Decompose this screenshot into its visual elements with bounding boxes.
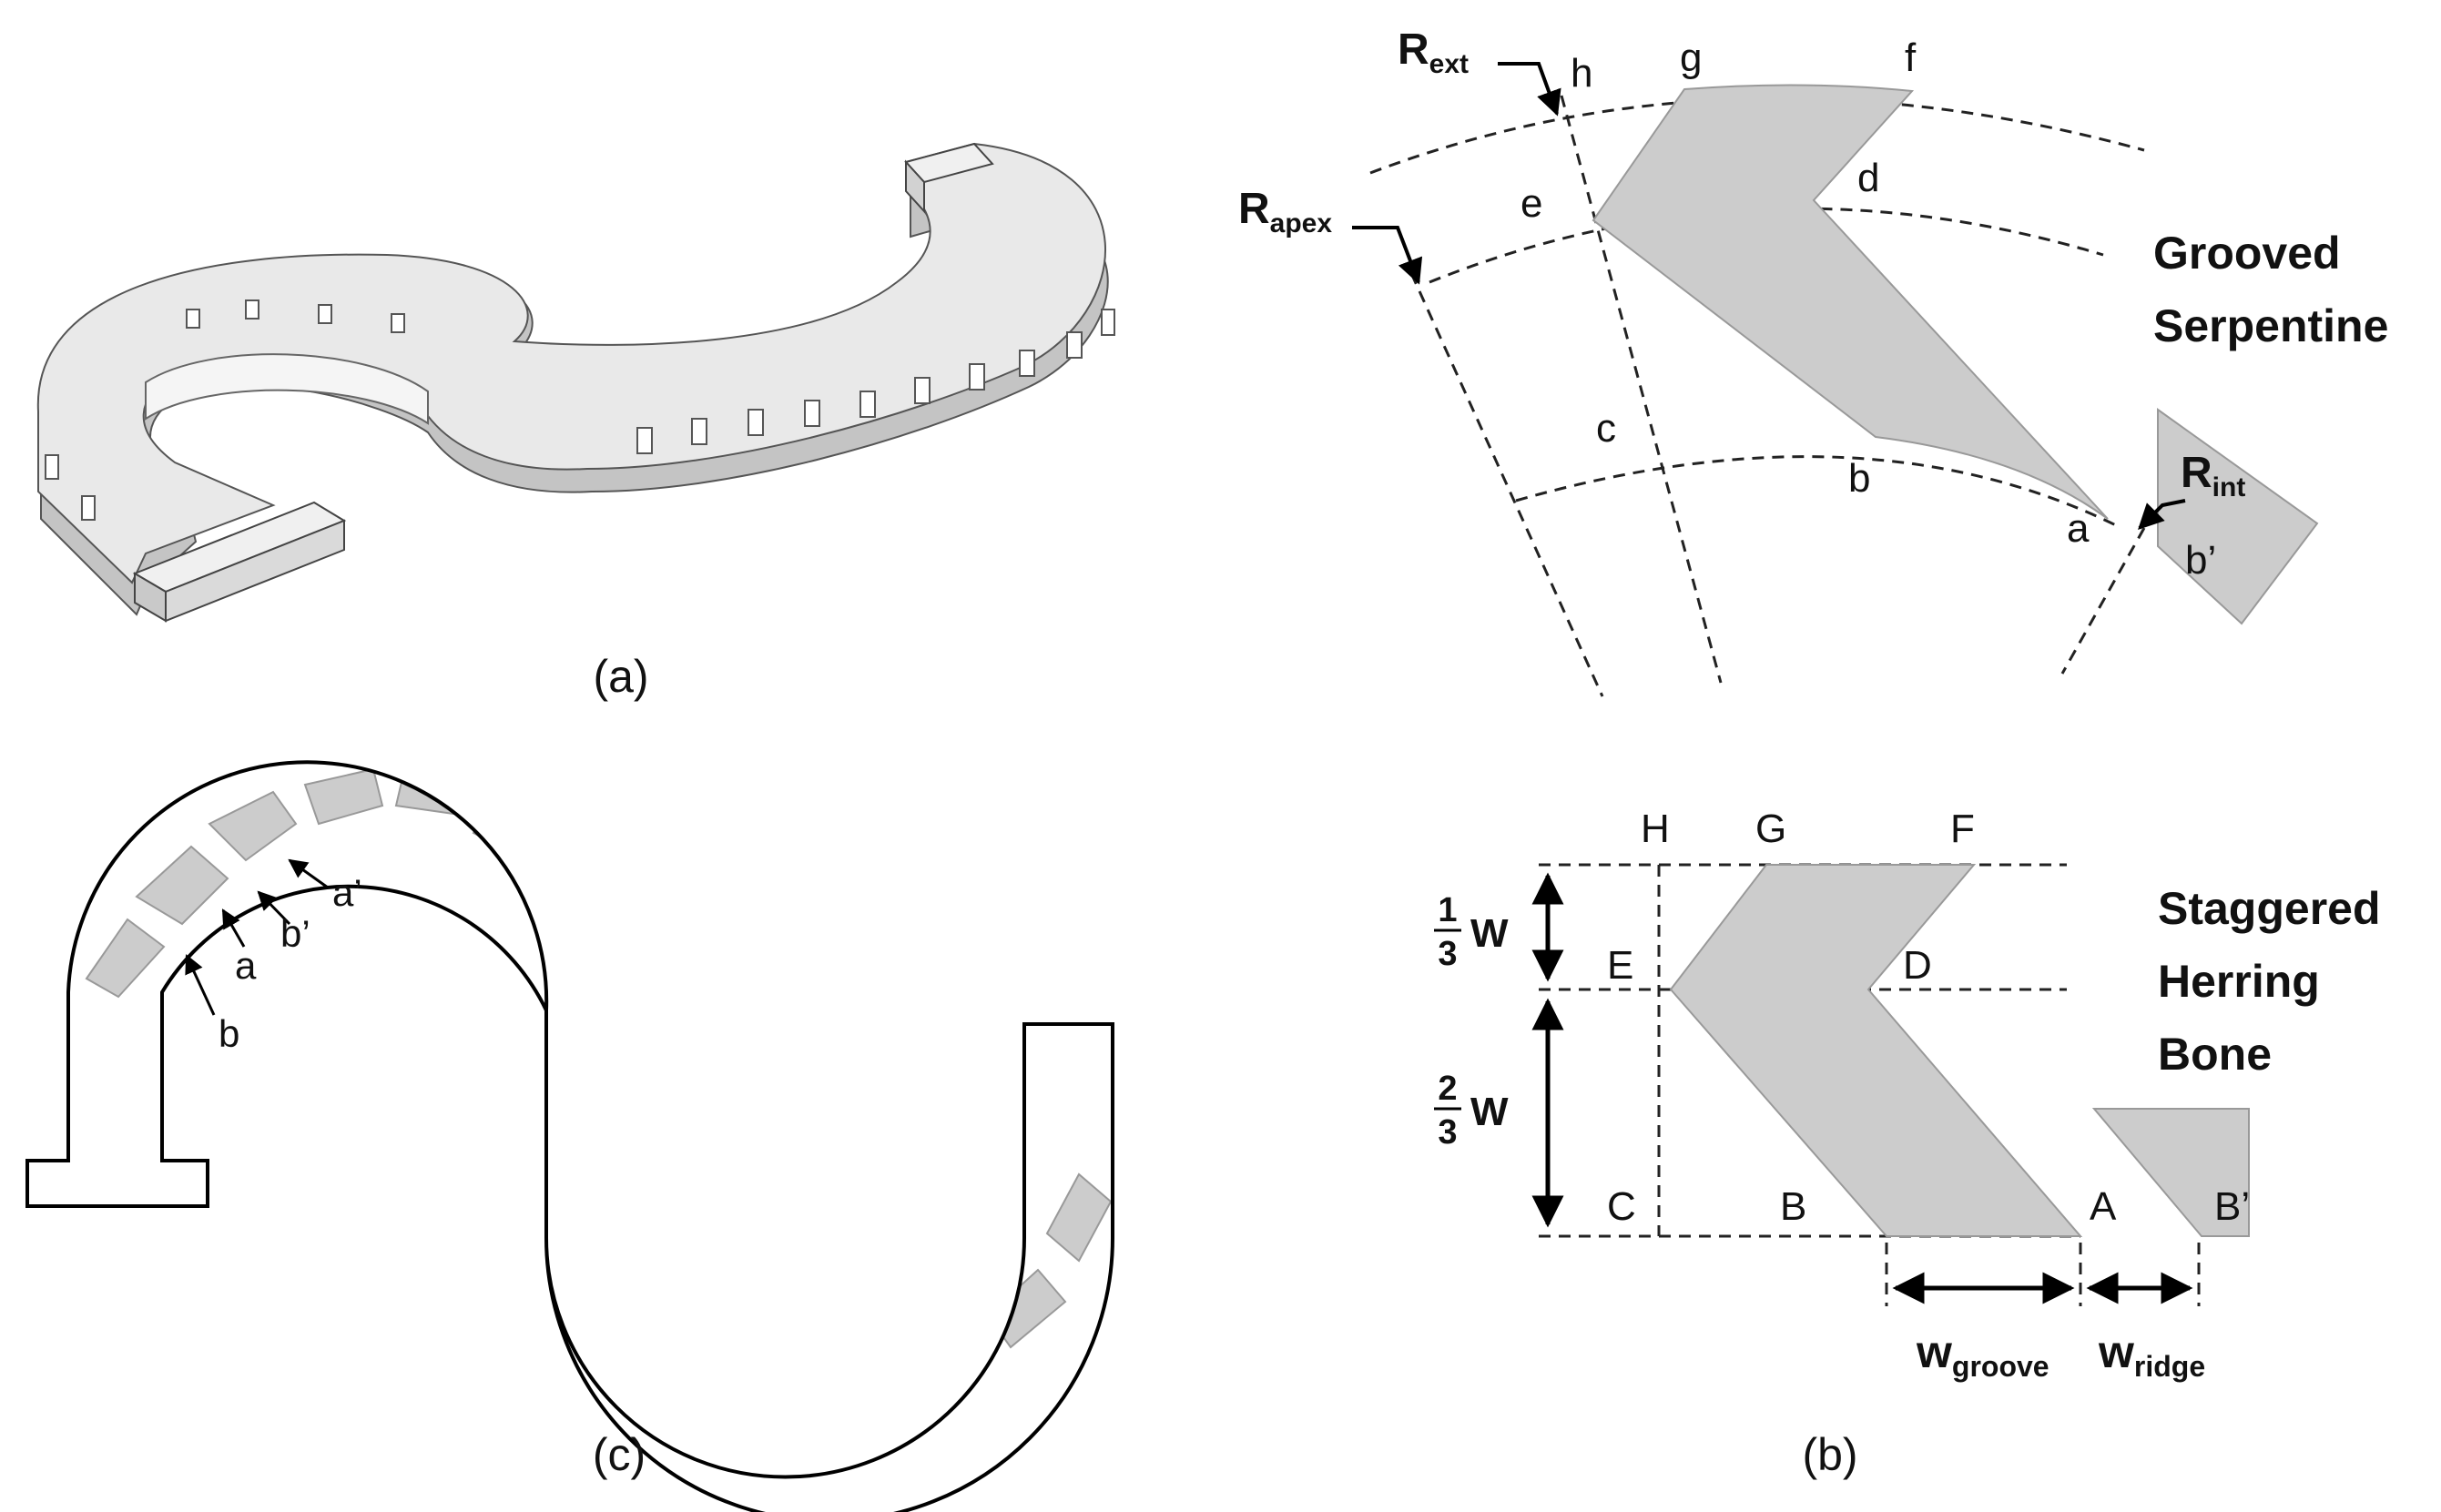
- w-ridge-label: wridge: [2098, 1326, 2205, 1383]
- channel-2d-arrows: [185, 858, 329, 1016]
- herringbone-groove-partial: [2091, 1108, 2250, 1237]
- w-groove-label: wgroove: [1916, 1326, 2049, 1383]
- serpentine-title-line1: Grooved: [2153, 228, 2341, 279]
- channel-outline: [25, 760, 1114, 1512]
- r-apex-label: Rapex: [1238, 185, 1332, 238]
- dashed-radials: [1409, 95, 2146, 697]
- herringbone-groove-shape: [1669, 864, 2083, 1237]
- point-D: D: [1903, 943, 1932, 988]
- point-g: g: [1680, 36, 1702, 80]
- fraction-one-third-num: 1: [1438, 891, 1457, 929]
- point-H: H: [1641, 807, 1670, 851]
- iso-groove-notches: [45, 299, 1115, 521]
- channel-grooves: [85, 765, 1113, 1424]
- fraction-two-thirds-den: 3: [1438, 1113, 1457, 1152]
- r-apex-arrow: [1352, 226, 1423, 285]
- iso-bottom-bar-side: [165, 519, 345, 623]
- serpentine-title-line2: Serpentine: [2153, 300, 2388, 351]
- herringbone-title-line3: Bone: [2158, 1029, 2272, 1080]
- serpentine-geometry: [1352, 62, 2319, 697]
- fraction-one-third-var: W: [1470, 911, 1509, 956]
- point-A: A: [2090, 1184, 2117, 1229]
- label-a-prime: a’: [332, 871, 362, 914]
- fraction-two-thirds-num: 2: [1438, 1070, 1457, 1108]
- point-G: G: [1755, 807, 1786, 851]
- caption-a: (a): [593, 651, 648, 702]
- point-C: C: [1607, 1184, 1636, 1229]
- fraction-one-third: 1 3 W: [1434, 891, 1509, 973]
- point-B-prime: B’: [2214, 1184, 2250, 1229]
- herringbone-title-line2: Herring: [2158, 956, 2320, 1007]
- serpentine-groove-partial: [2157, 408, 2319, 625]
- point-E: E: [1607, 943, 1633, 988]
- r-int-arrow: [2138, 499, 2186, 530]
- point-c: c: [1596, 406, 1616, 451]
- r-int-label: Rint: [2181, 449, 2245, 502]
- point-h: h: [1571, 51, 1592, 96]
- point-b: b: [1848, 456, 1870, 501]
- fraction-one-third-den: 3: [1438, 935, 1457, 973]
- serpentine-groove-shape: [1592, 84, 2109, 520]
- herringbone-title-line1: Staggered: [2158, 883, 2381, 934]
- caption-c: (c): [593, 1429, 646, 1480]
- point-B: B: [1780, 1184, 1806, 1229]
- point-e: e: [1521, 181, 1542, 226]
- channel-2d: [25, 760, 1114, 1512]
- label-a: a: [235, 944, 257, 987]
- point-a: a: [2067, 506, 2090, 551]
- iso-serpentine-3d: [36, 142, 1115, 623]
- point-f: f: [1905, 36, 1917, 80]
- fraction-two-thirds-var: W: [1470, 1090, 1509, 1134]
- caption-b: (b): [1802, 1429, 1857, 1480]
- herringbone-geometry: [1531, 863, 2250, 1306]
- iso-inner-wall: [145, 353, 429, 425]
- r-ext-label: Rext: [1398, 25, 1469, 79]
- point-d: d: [1857, 156, 1879, 200]
- point-F: F: [1950, 807, 1975, 851]
- iso-top-block-side: [905, 159, 925, 214]
- label-b: b: [219, 1012, 239, 1055]
- point-b-prime: b’: [2185, 538, 2216, 583]
- r-ext-arrow: [1498, 62, 1561, 117]
- fraction-two-thirds: 2 3 W: [1434, 1070, 1509, 1152]
- label-b-prime: b’: [280, 912, 310, 955]
